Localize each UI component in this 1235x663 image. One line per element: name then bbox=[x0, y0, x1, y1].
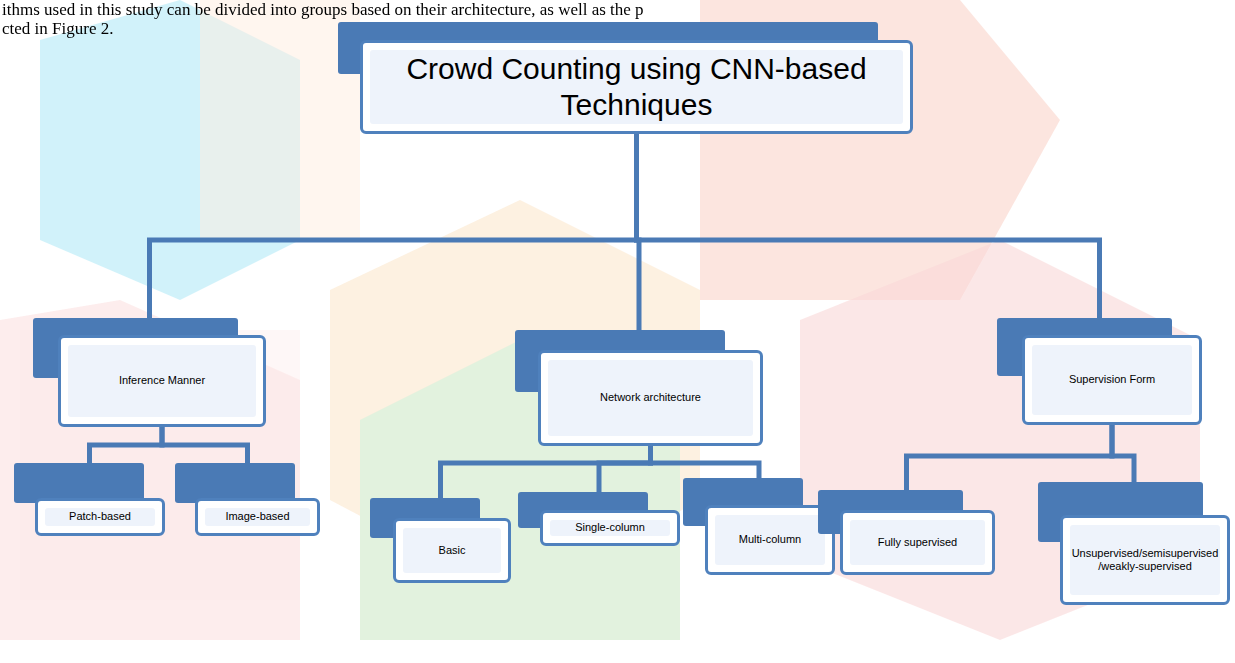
root-box: Crowd Counting using CNN-based Technique… bbox=[338, 22, 913, 134]
category-box: Supervision Form bbox=[997, 318, 1202, 425]
box-face: Image-based bbox=[195, 498, 320, 536]
box-label: Network architecture bbox=[600, 391, 701, 404]
tree-connector bbox=[150, 134, 637, 318]
diagram-heading: Crowd Counting using CNN-based Technique… bbox=[379, 51, 894, 123]
tree-connector bbox=[441, 446, 651, 498]
box-label: Image-based bbox=[225, 510, 289, 523]
leaf-box: Single-column bbox=[518, 492, 680, 546]
box-face: Crowd Counting using CNN-based Technique… bbox=[360, 40, 913, 134]
box-label: Fully supervised bbox=[878, 536, 957, 549]
box-face: Supervision Form bbox=[1022, 335, 1202, 425]
watermark-shapes bbox=[0, 0, 1200, 640]
box-face: Single-column bbox=[540, 510, 680, 546]
box-label: Patch-based bbox=[69, 510, 131, 523]
shadow-block bbox=[175, 463, 295, 503]
box-face: Multi-column bbox=[705, 505, 835, 575]
box-label: Unsupervised/semisupervised/weakly-super… bbox=[1071, 547, 1219, 573]
box-label: Supervision Form bbox=[1069, 373, 1155, 386]
leaf-box: Multi-column bbox=[683, 478, 835, 575]
category-box: Network architecture bbox=[515, 330, 763, 446]
tree-connector bbox=[651, 446, 760, 478]
body-text: ithms used in this study can be divided … bbox=[2, 0, 644, 19]
box-label: Basic bbox=[439, 544, 466, 557]
tree-connector bbox=[90, 427, 163, 463]
box-label: Multi-column bbox=[739, 533, 801, 546]
box-face: Basic bbox=[393, 518, 511, 583]
tree-connector bbox=[599, 446, 651, 492]
box-face: Network architecture bbox=[538, 350, 763, 446]
tree-connector bbox=[162, 427, 248, 463]
box-face: Inference Manner bbox=[58, 335, 266, 427]
tree-connector bbox=[1112, 425, 1134, 482]
leaf-box: Fully supervised bbox=[818, 490, 995, 575]
box-face: Fully supervised bbox=[840, 510, 995, 575]
leaf-box: Unsupervised/semisupervised/weakly-super… bbox=[1038, 482, 1230, 605]
box-label: Single-column bbox=[575, 521, 645, 534]
box-face: Unsupervised/semisupervised/weakly-super… bbox=[1060, 515, 1230, 605]
shadow-block bbox=[14, 463, 144, 503]
box-face: Patch-based bbox=[35, 498, 165, 536]
leaf-box: Basic bbox=[370, 498, 511, 583]
category-box: Inference Manner bbox=[33, 318, 266, 427]
leaf-box: Image-based bbox=[175, 463, 320, 536]
box-label: Inference Manner bbox=[119, 374, 205, 387]
leaf-box: Patch-based bbox=[14, 463, 165, 536]
tree-connector bbox=[907, 425, 1113, 490]
tree-connector bbox=[637, 134, 1100, 318]
body-text: cted in Figure 2. bbox=[2, 19, 113, 38]
